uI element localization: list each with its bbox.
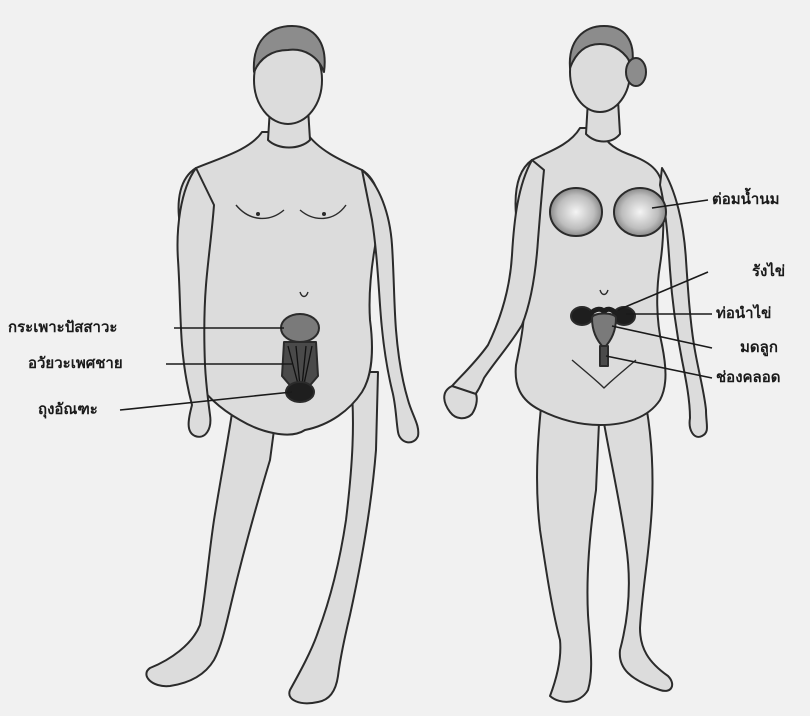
female-mammary-gland-right [614, 188, 666, 236]
label-ovary: รังไข่ [752, 262, 785, 280]
label-scrotum: ถุงอัณฑะ [38, 400, 98, 418]
male-nipple-left [256, 212, 260, 216]
label-fallopian-tube: ท่อนำไข่ [716, 304, 771, 322]
female-mammary-gland-left [550, 188, 602, 236]
female-right-arm [660, 168, 707, 437]
female-hair-bun [626, 58, 646, 86]
male-torso [179, 132, 381, 435]
label-vagina: ช่องคลอด [716, 368, 781, 386]
female-right-leg [600, 385, 672, 691]
male-bladder [281, 314, 319, 342]
label-penis: อวัยวะเพศชาย [28, 354, 123, 372]
female-figure [444, 26, 707, 702]
female-ovary-left [571, 307, 593, 325]
label-bladder: กระเพาะปัสสาวะ [8, 318, 117, 336]
label-mammary-gland: ต่อมน้ำนม [712, 190, 779, 208]
male-nipple-right [322, 212, 326, 216]
female-left-leg [537, 380, 600, 702]
label-uterus: มดลูก [740, 338, 778, 356]
